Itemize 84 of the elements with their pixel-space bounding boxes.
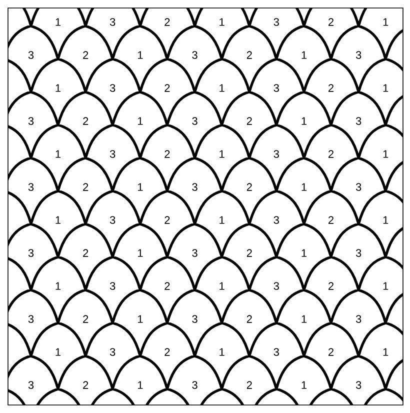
cell-number: 2	[246, 51, 252, 59]
cell-number: 1	[138, 51, 143, 59]
cell-number: 1	[220, 348, 224, 356]
cell-number: 2	[328, 150, 334, 158]
cell-number: 2	[164, 348, 170, 356]
cell-number: 3	[274, 18, 279, 26]
cell-number: 3	[274, 348, 279, 356]
cell-number: 3	[356, 51, 362, 59]
cell-number: 3	[356, 249, 362, 257]
cell-number: 2	[328, 18, 334, 26]
cell-number: 3	[192, 117, 198, 125]
cell-number: 1	[138, 183, 143, 191]
cell-number: 3	[356, 117, 362, 125]
cell-number: 1	[383, 216, 388, 224]
cell-number: 1	[56, 18, 61, 26]
cell-number: 3	[110, 216, 116, 224]
cell-number: 3	[356, 381, 362, 389]
cell-number: 3	[28, 249, 34, 257]
cell-number: 1	[383, 18, 388, 26]
cell-number: 3	[192, 315, 198, 323]
cell-number: 3	[192, 381, 198, 389]
cell-number: 2	[246, 381, 252, 389]
cell-number: 2	[164, 282, 170, 290]
cell-number: 1	[56, 150, 61, 158]
cell-number: 1	[383, 348, 388, 356]
cell-number: 3	[28, 183, 34, 191]
cell-number: 1	[302, 117, 307, 125]
cell-number: 1	[383, 84, 388, 92]
cell-number: 1	[220, 18, 224, 26]
cell-number: 1	[138, 381, 143, 389]
cell-number: 2	[83, 315, 88, 323]
cell-number: 3	[274, 216, 279, 224]
cell-number: 2	[83, 381, 88, 389]
cell-number: 2	[164, 150, 170, 158]
cell-number: 3	[356, 315, 362, 323]
cell-number: 1	[220, 216, 224, 224]
cell-number: 3	[110, 150, 116, 158]
cell-number: 3	[192, 249, 198, 257]
cell-number: 3	[28, 315, 34, 323]
cell-number: 1	[302, 381, 307, 389]
cell-number: 2	[328, 348, 334, 356]
cell-number: 1	[138, 249, 143, 257]
cell-number: 3	[192, 183, 198, 191]
cell-number: 1	[220, 150, 224, 158]
cell-number: 1	[56, 216, 61, 224]
cell-number: 1	[302, 51, 307, 59]
cell-number: 2	[164, 84, 170, 92]
cell-number: 1	[138, 117, 143, 125]
cell-number: 2	[246, 117, 252, 125]
cell-number: 1	[220, 282, 224, 290]
cell-number: 1	[383, 150, 388, 158]
cell-number: 3	[110, 348, 116, 356]
cell-number: 2	[83, 117, 88, 125]
cell-number: 3	[110, 84, 116, 92]
cell-number: 3	[28, 51, 34, 59]
cell-number: 2	[328, 216, 334, 224]
cell-number: 3	[192, 51, 198, 59]
cell-number: 3	[274, 84, 279, 92]
cell-number: 2	[328, 282, 334, 290]
cell-number: 2	[164, 216, 170, 224]
cell-number: 1	[56, 282, 61, 290]
cell-number: 1	[56, 348, 61, 356]
cell-number: 2	[164, 18, 170, 26]
cell-number: 1	[220, 84, 224, 92]
cell-number: 2	[83, 249, 88, 257]
cell-number: 1	[302, 249, 307, 257]
cell-number: 1	[56, 84, 61, 92]
cell-number: 1	[302, 183, 307, 191]
cell-number: 2	[328, 84, 334, 92]
cell-number: 3	[274, 150, 279, 158]
cell-number: 2	[246, 183, 252, 191]
cell-number: 2	[83, 183, 88, 191]
cell-number: 2	[246, 249, 252, 257]
cell-number: 3	[110, 18, 116, 26]
cell-number: 3	[110, 282, 116, 290]
cell-number: 2	[83, 51, 88, 59]
cell-number: 3	[356, 183, 362, 191]
cell-number: 1	[138, 315, 143, 323]
cell-number: 3	[274, 282, 279, 290]
cell-number: 1	[302, 315, 307, 323]
cell-number: 3	[28, 117, 34, 125]
cell-number: 1	[383, 282, 388, 290]
cell-number: 2	[246, 315, 252, 323]
cell-number: 3	[28, 381, 34, 389]
